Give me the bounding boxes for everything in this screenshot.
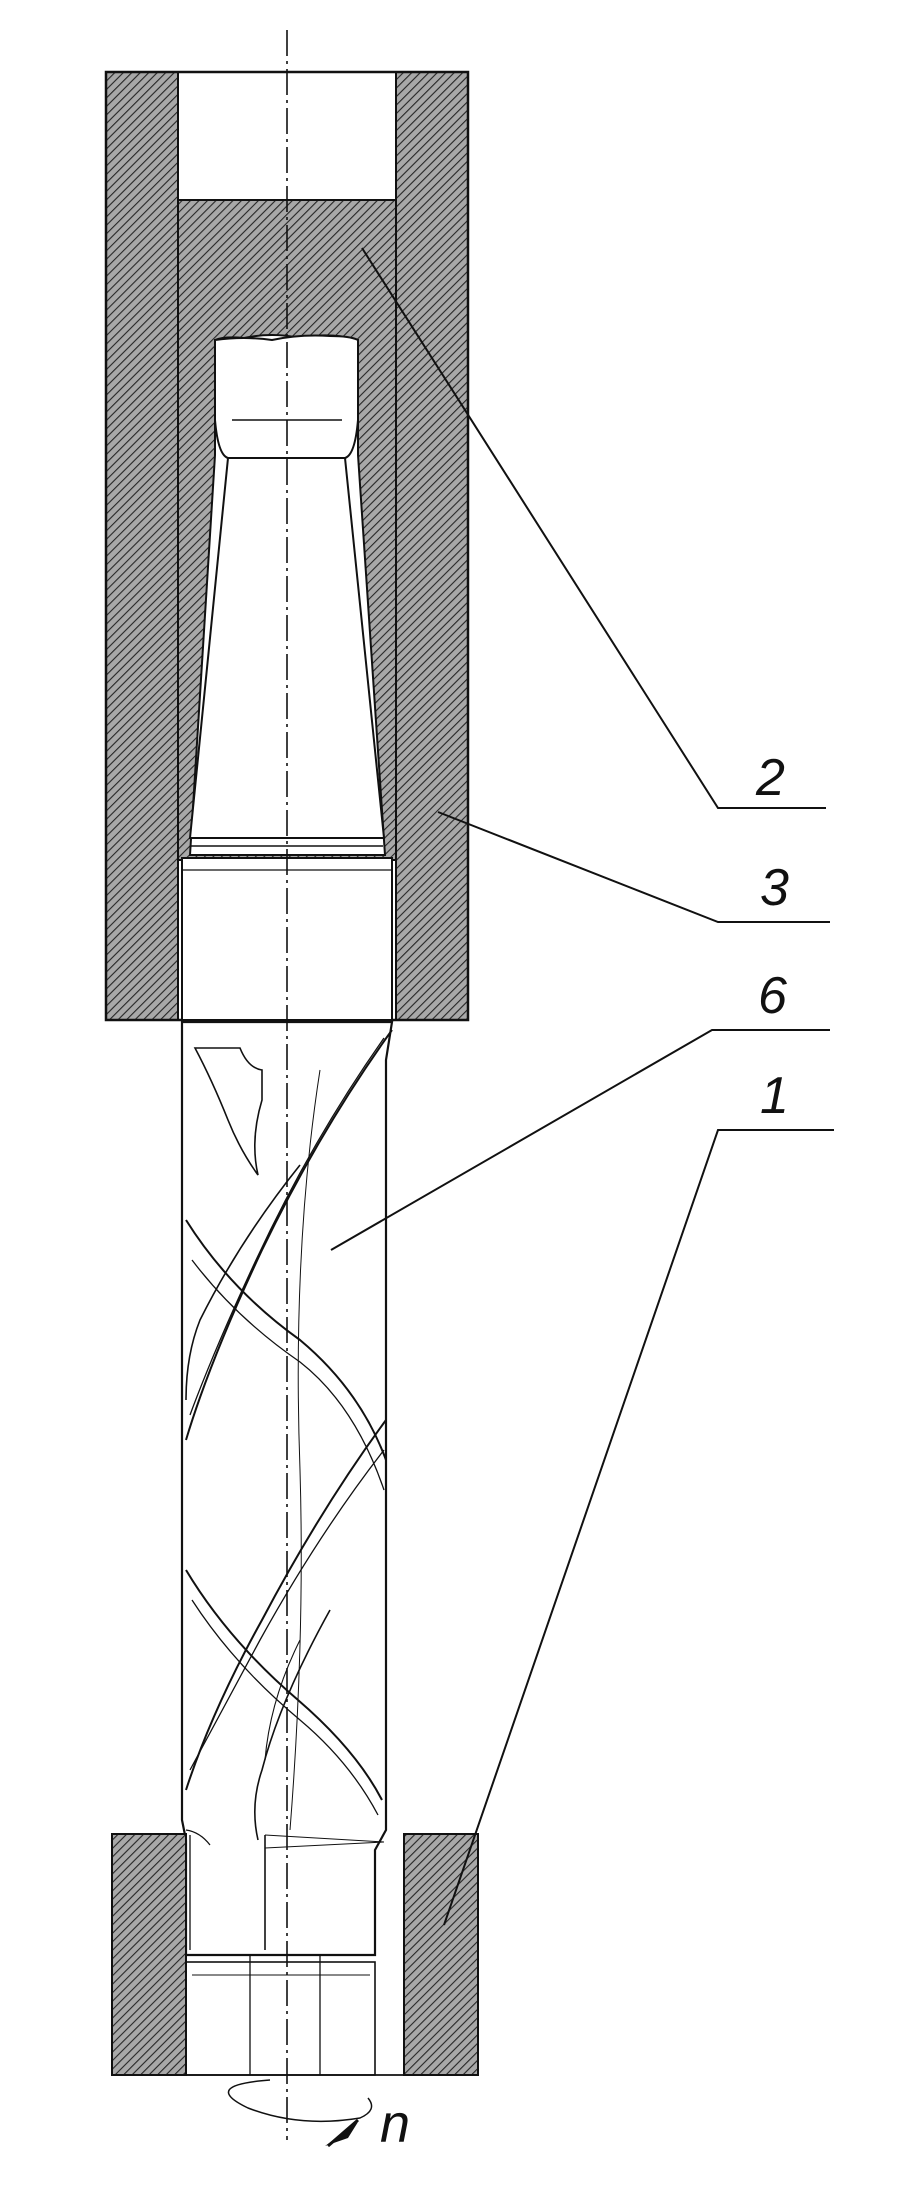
rotation-arrow: n — [227, 2079, 410, 2154]
reference-label-1: 1 — [760, 1067, 789, 1125]
leader-6 — [330, 1029, 830, 1251]
outer-sleeve — [104, 70, 470, 1022]
reference-label-3: 3 — [760, 859, 789, 917]
leader-2 — [361, 247, 826, 809]
leader-3 — [437, 811, 830, 923]
leader-1 — [443, 1129, 834, 1926]
workpiece — [111, 1833, 479, 2076]
rotation-label: n — [380, 2094, 410, 2154]
reference-label-2: 2 — [755, 749, 785, 807]
leader-lines — [330, 247, 834, 1926]
reference-label-6: 6 — [758, 967, 787, 1025]
